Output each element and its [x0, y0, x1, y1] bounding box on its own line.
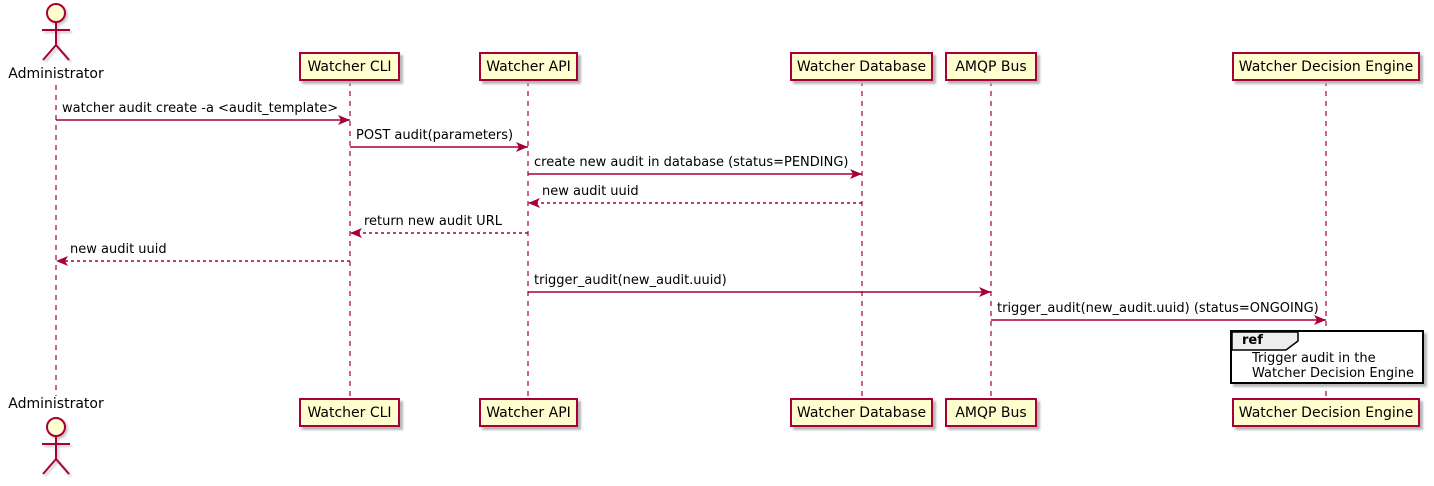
participant-box: Watcher Database: [790, 52, 933, 81]
message-label: trigger_audit(new_audit.uuid) (status=ON…: [997, 301, 1319, 316]
message-label: return new audit URL: [364, 214, 502, 229]
ref-body: Trigger audit in the Watcher Decision En…: [1252, 351, 1416, 381]
message-label: trigger_audit(new_audit.uuid): [534, 273, 727, 288]
ref-text-line: Trigger audit in the: [1252, 351, 1376, 366]
actor-icon: [42, 3, 70, 61]
participant-box: Watcher Database: [790, 398, 933, 427]
participant-box: Watcher CLI: [299, 52, 400, 81]
participant-box: Watcher CLI: [299, 398, 400, 427]
message-label: watcher audit create -a <audit_template>: [62, 101, 339, 116]
participant-box: AMQP Bus: [945, 398, 1037, 427]
message-label: new audit uuid: [542, 184, 639, 199]
ref-frame: ref Trigger audit in the Watcher Decisio…: [1230, 330, 1424, 384]
ref-text-line: Watcher Decision Engine: [1252, 366, 1414, 381]
participant-box: AMQP Bus: [945, 52, 1037, 81]
message-label: POST audit(parameters): [356, 128, 514, 143]
ref-keyword: ref: [1242, 333, 1263, 348]
message-label: create new audit in database (status=PEN…: [534, 155, 849, 170]
participant-box: Watcher Decision Engine: [1232, 398, 1420, 427]
participant-box: Watcher API: [479, 52, 578, 81]
actor-icon: [42, 417, 70, 475]
participant-box: Watcher Decision Engine: [1232, 52, 1420, 81]
participant-box: Watcher API: [479, 398, 578, 427]
message-label: new audit uuid: [70, 242, 167, 257]
participant-label: Administrator: [8, 66, 104, 82]
ref-label-pentagon: [1232, 332, 1299, 351]
participant-label: Administrator: [8, 396, 104, 412]
